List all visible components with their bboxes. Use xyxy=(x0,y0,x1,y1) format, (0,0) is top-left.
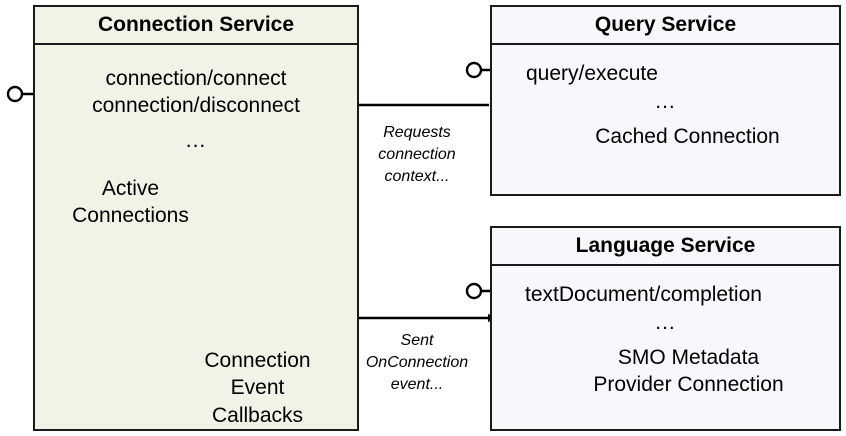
edge-label-sent-onconnection-event: Sent OnConnection event... xyxy=(352,330,482,396)
smo-metadata-provider-group: SMO Metadata Provider Connection xyxy=(492,344,839,399)
edge-label-requests-line-2: connection xyxy=(378,146,456,164)
active-connections-label: Active Connections xyxy=(53,175,208,230)
connection-service-title: Connection Service xyxy=(35,7,357,45)
edge-label-requests-line-1: Requests xyxy=(383,124,451,141)
connection-service-endpoints: connection/connect connection/disconnect xyxy=(35,65,357,120)
edge-label-requests-connection-context: Requests connection context... xyxy=(352,122,482,188)
query-service-component[interactable]: Query Service query/execute ... Cached C… xyxy=(490,5,841,196)
cached-connection-label: Cached Connection xyxy=(595,125,780,148)
language-service-body: textDocument/completion ... SMO Metadata… xyxy=(492,266,839,429)
callbacks-label-line-1: Connection xyxy=(204,349,311,372)
smo-metadata-label-line-2: Provider Connection xyxy=(593,373,784,397)
edge-label-sent-line-2: OnConnection xyxy=(365,354,469,372)
language-service-title: Language Service xyxy=(492,228,839,266)
callbacks-label-line-2: Event xyxy=(230,376,285,400)
language-service-endpoints-ellipsis: ... xyxy=(655,311,676,334)
connection-service-endpoints-ellipsis: ... xyxy=(185,129,207,152)
query-service-title: Query Service xyxy=(492,7,839,45)
query-service-endpoints-ellipsis: ... xyxy=(655,90,676,113)
edge-label-sent-line-1: Sent xyxy=(400,332,434,349)
smo-metadata-label-line-1: SMO Metadata xyxy=(617,346,760,369)
endpoint-connection-disconnect[interactable]: connection/disconnect xyxy=(92,94,300,118)
active-connections-label-line-1: Active xyxy=(101,177,160,200)
connection-service-component[interactable]: Connection Service connection/connect co… xyxy=(33,5,359,431)
endpoint-query-execute[interactable]: query/execute xyxy=(526,62,658,85)
smo-metadata-provider-label: SMO Metadata Provider Connection xyxy=(593,344,783,399)
query-service-body: query/execute ... Cached Connection xyxy=(492,45,839,194)
language-service-component[interactable]: Language Service textDocument/completion… xyxy=(490,226,841,431)
connection-service-body: connection/connect connection/disconnect… xyxy=(35,45,357,429)
active-connections-label-line-2: Connections xyxy=(72,204,189,228)
edge-label-requests-line-3: context... xyxy=(384,168,450,186)
connection-event-callbacks-label: Connection Event Callbacks xyxy=(175,347,340,429)
callbacks-label-line-3: Callbacks xyxy=(211,403,304,427)
endpoint-textdocument-completion[interactable]: textDocument/completion xyxy=(525,283,762,306)
edge-label-sent-line-3: event... xyxy=(390,376,444,394)
endpoint-connection-connect[interactable]: connection/connect xyxy=(105,67,287,90)
cached-connection-group: Cached Connection xyxy=(492,125,839,149)
